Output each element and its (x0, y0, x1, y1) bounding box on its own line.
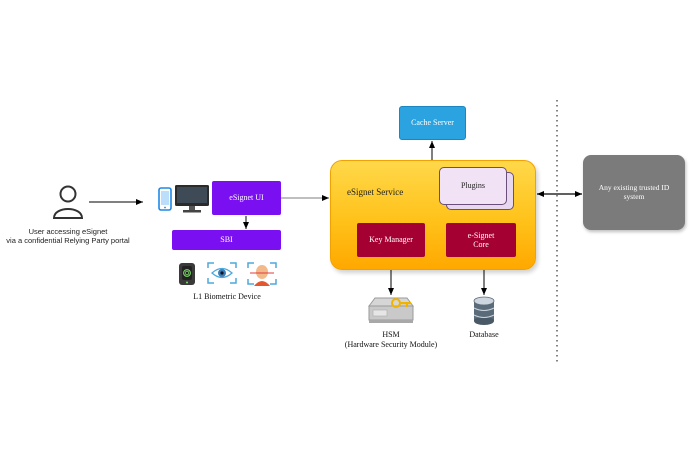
user-icon (52, 185, 84, 219)
esignet-ui-label: eSignet UI (229, 193, 264, 203)
sbi-box: SBI (172, 230, 281, 250)
cache-server-label: Cache Server (411, 118, 454, 128)
sbi-label: SBI (220, 235, 233, 245)
database-label: Database (469, 330, 499, 339)
hsm-label: HSM (Hardware Security Module) (330, 330, 452, 349)
hsm-label-line2: (Hardware Security Module) (344, 339, 438, 349)
biometric-device-label: L1 Biometric Device (193, 292, 261, 301)
face-scan-icon (247, 262, 277, 286)
mobile-phone-icon (158, 187, 172, 211)
esignet-core-label-line2: Core (473, 240, 489, 249)
fingerprint-scanner-icon (179, 263, 195, 285)
user-label-line1: User accessing eSignet (28, 227, 108, 236)
esignet-service-title: eSignet Service (347, 187, 404, 197)
hsm-label-line1: HSM (382, 330, 400, 339)
esignet-core-label-line1: e-Signet (467, 230, 495, 240)
user-label-line2: via a confidential Relying Party portal (6, 236, 130, 245)
esignet-ui-box: eSignet UI (212, 181, 281, 215)
esignet-core-box: e-Signet Core (446, 223, 516, 257)
cache-server-box: Cache Server (399, 106, 466, 140)
key-manager-box: Key Manager (357, 223, 425, 257)
desktop-monitor-icon (175, 185, 209, 213)
user-label: User accessing eSignet via a confidentia… (0, 227, 136, 245)
database-icon (473, 296, 495, 325)
iris-scan-icon (207, 262, 237, 284)
plugins-label: Plugins (460, 181, 485, 191)
trusted-id-system-box: Any existing trusted ID system (583, 155, 685, 230)
plugins-box: Plugins (439, 167, 507, 205)
trusted-id-system-label: Any existing trusted ID system (598, 182, 670, 201)
key-manager-label: Key Manager (369, 235, 413, 245)
hsm-server-key-icon (368, 297, 414, 323)
